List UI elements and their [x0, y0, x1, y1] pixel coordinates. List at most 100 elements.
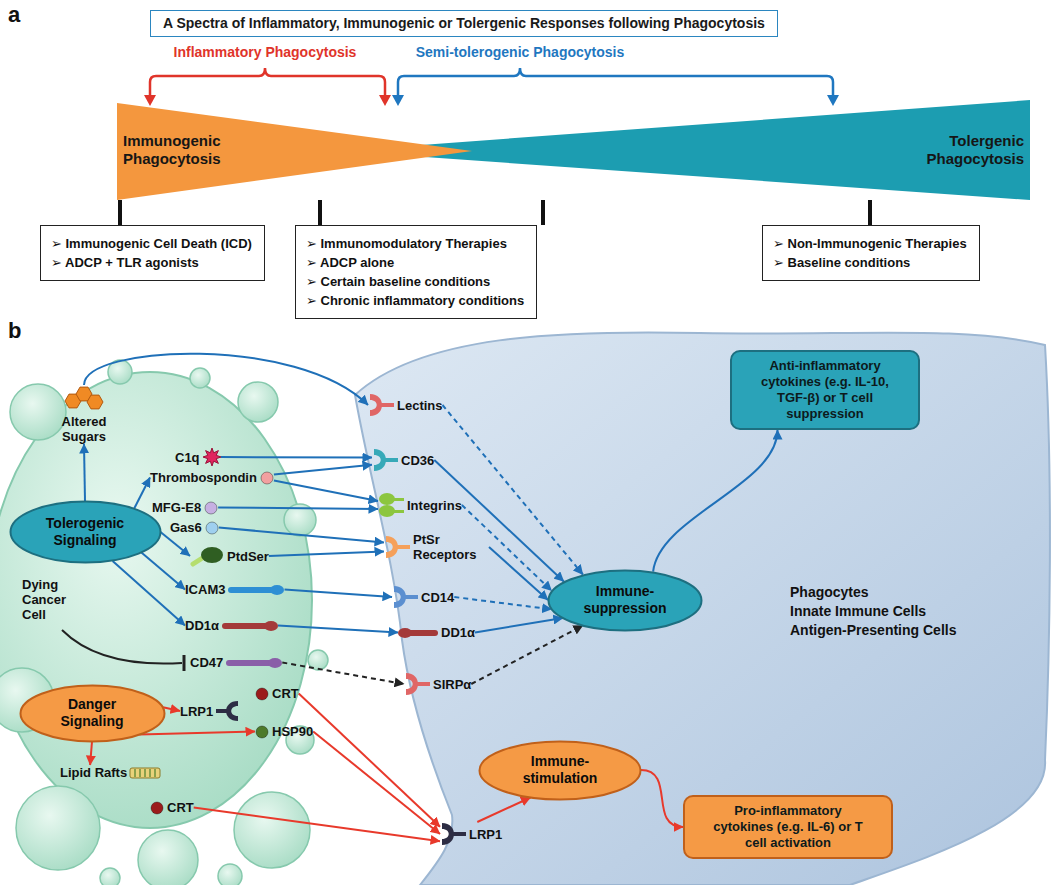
protein-ball [205, 502, 217, 514]
receptor-cup [374, 449, 386, 471]
cell-bleb [100, 868, 120, 885]
panel-letter: b [8, 318, 21, 343]
cell-bleb [190, 368, 210, 388]
ligand-head [268, 658, 282, 668]
node-text: CRT [272, 686, 299, 701]
signal-arrow [299, 694, 440, 827]
signal-arrow [282, 663, 404, 685]
signal-arrow [269, 552, 384, 557]
receptor-stalk [453, 832, 466, 836]
immunogenic-wedge [117, 103, 472, 200]
raft-stripe [149, 769, 151, 777]
lrp-icon [216, 700, 240, 722]
signal-arrow [278, 626, 398, 633]
spectrum-band: Immunogenic Phagocytosis [117, 100, 477, 200]
cancer-cell [0, 372, 312, 828]
node-text: Thrombospondin [150, 470, 257, 485]
node-text: LRP1 [180, 704, 213, 719]
node-text: ➢ Immunogenic Cell Death (ICD) [51, 234, 252, 253]
signal-arrow [477, 798, 530, 823]
node-text: SIRPα [433, 677, 471, 692]
red-bracket [150, 68, 385, 96]
raft-icon [130, 768, 160, 778]
bracket-arrowhead [392, 95, 404, 106]
molecule: Altered Sugars [55, 385, 113, 444]
node-text: DD1α [441, 625, 475, 640]
raft-stripe [134, 769, 136, 777]
ptdser-head [201, 547, 223, 563]
cell-label: Dying Cancer Cell [22, 578, 78, 623]
node-text: C1q [175, 450, 200, 465]
tick-line [318, 200, 322, 225]
receptor-stalk [397, 545, 410, 549]
node-text: ➢ Baseline conditions [773, 253, 967, 272]
node-text: ➢ Non-Immunogenic Therapies [773, 234, 967, 253]
signal-arrow [84, 354, 368, 405]
node-text: Lipid Rafts [60, 765, 127, 780]
c1q-shape [203, 448, 221, 466]
spiky-icon [203, 448, 221, 466]
bracket-arrowhead [144, 95, 156, 106]
blue-bracket [398, 68, 833, 96]
signal-arrow [90, 742, 92, 766]
node-text: Danger Signaling [50, 696, 134, 730]
ligand-rod [226, 660, 272, 666]
text-group: Immunogenic Phagocytosis [123, 132, 231, 168]
bracket-arrowhead [827, 95, 839, 106]
node-text: PtSr Receptors [413, 532, 489, 562]
signal-arrow [274, 465, 372, 475]
ball-icon [205, 521, 219, 535]
molecule: CD47 [190, 655, 282, 670]
node-text: CD36 [401, 453, 434, 468]
node-text: MFG-E8 [152, 500, 201, 515]
ligand-rod [222, 623, 268, 629]
node-text: Integrins [407, 498, 462, 513]
receptor-cup [370, 394, 382, 416]
signal-ellipse: Immune-suppression [547, 569, 703, 632]
node-text: Lectins [397, 398, 443, 413]
cup-icon [392, 585, 418, 609]
signal-ellipse: Immune-stimulation [478, 740, 642, 801]
molecule: CRT [150, 800, 194, 815]
signal-arrow [194, 808, 440, 842]
cup-icon [372, 448, 398, 472]
molecule: CD14 [392, 585, 454, 609]
molecule: Lectins [368, 393, 443, 417]
molecule: DD1α [185, 618, 278, 633]
signal-arrow [134, 478, 150, 509]
molecule: LRP1 [180, 700, 240, 722]
integrin-stalk [392, 510, 404, 513]
list-box: ➢ Immunomodulatory Therapies➢ ADCP alone… [295, 225, 537, 319]
bracket-label: Semi-tolerogenic Phagocytosis [416, 44, 625, 60]
cell-label: Phagocytes [790, 584, 869, 600]
cell-bleb [138, 830, 198, 885]
receptor-stalk [216, 709, 227, 713]
cup-icon [440, 822, 466, 846]
signal-arrow [434, 460, 564, 582]
node-text: Altered Sugars [55, 414, 113, 444]
cell-bleb [218, 864, 242, 885]
ligand-head [264, 621, 278, 631]
integrin-stalk [392, 498, 404, 501]
rod-icon [222, 621, 278, 631]
molecule: MFG-E8 [152, 500, 218, 515]
receptor-cup [442, 823, 454, 845]
spectrum-band: Tolergenic Phagocytosis [350, 100, 1030, 200]
node-text: ➢ ADCP alone [306, 253, 524, 272]
node-text: ➢ Certain baseline conditions [306, 272, 524, 291]
molecule: LRP1 [440, 822, 502, 846]
cup-icon [384, 535, 410, 559]
receptor-stalk [405, 595, 418, 599]
bracket-label: Inflammatory Phagocytosis [174, 44, 357, 60]
node-text: CD14 [421, 590, 454, 605]
signal-arrow [163, 707, 180, 711]
ellipse-fill [10, 502, 160, 563]
receptor-cup [394, 586, 406, 608]
receptor-cup [406, 673, 418, 695]
cell-label: Innate Immune Cells [790, 603, 926, 619]
ligand-rod [228, 587, 274, 593]
signal-arrow [285, 590, 393, 598]
signal-arrow [489, 547, 548, 600]
molecule: ICAM3 [185, 582, 284, 597]
